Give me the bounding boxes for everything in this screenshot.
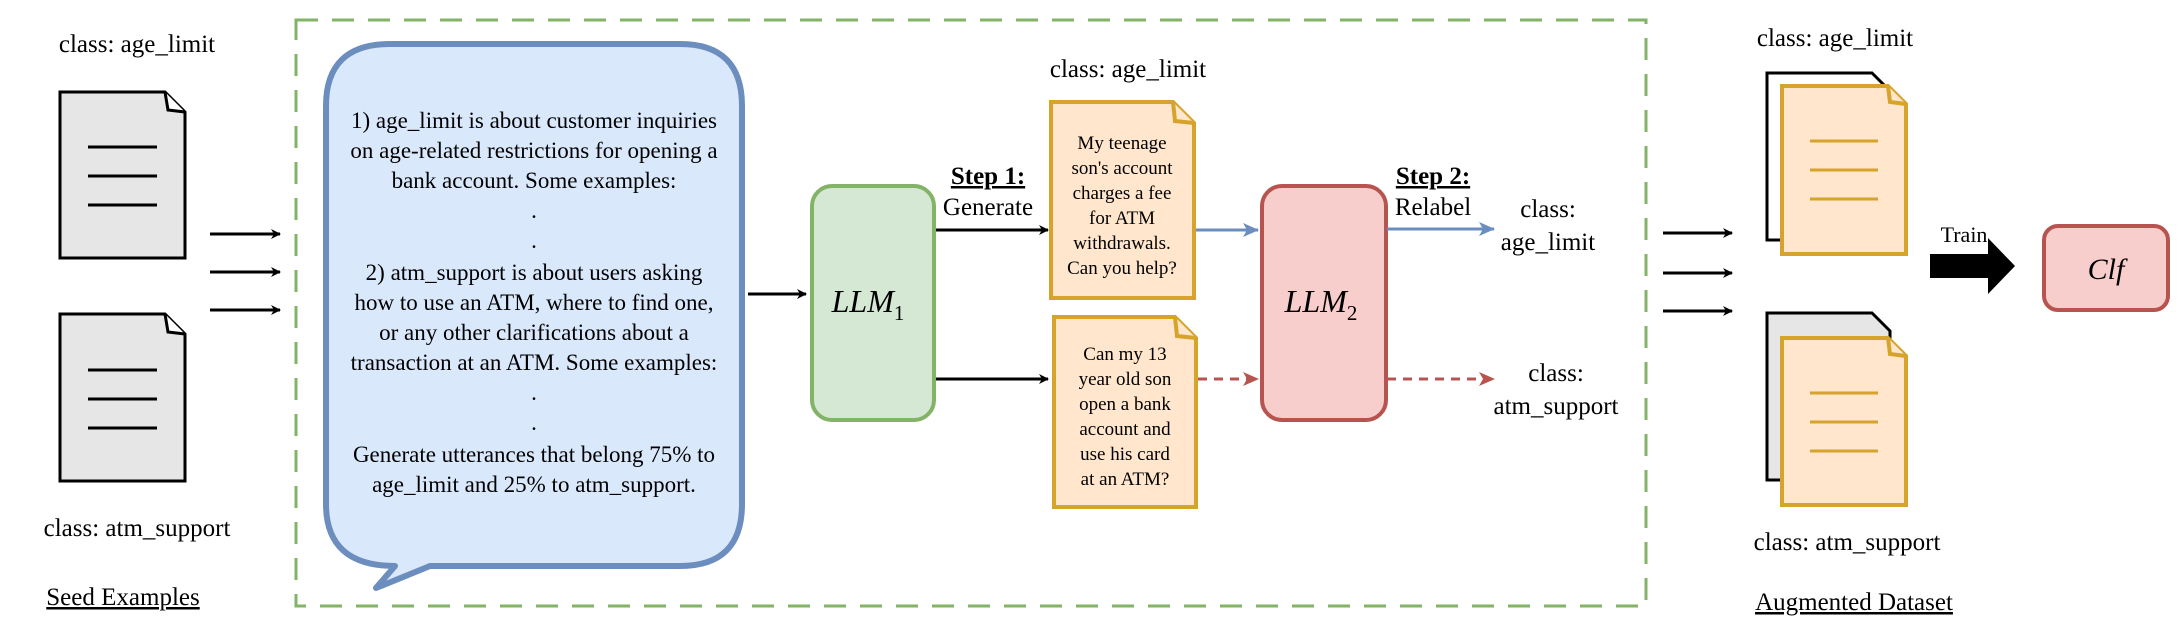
prompt-speech-bubble: [323, 41, 745, 591]
prompt-line: on age-related restrictions for opening …: [350, 138, 717, 163]
note2-line: Can my 13: [1083, 344, 1166, 365]
generated-note-2: Can my 13 year old son open a bank accou…: [1052, 315, 1198, 509]
prompt-line: Generate utterances that belong 75% to: [353, 442, 715, 467]
augment-output-arrows: [1663, 228, 1733, 316]
prompt-line: bank account. Some examples:: [392, 168, 677, 193]
train-label: Train: [1941, 222, 1988, 247]
prompt-line: 1) age_limit is about customer inquiries: [351, 108, 717, 133]
note2-line: use his card: [1080, 444, 1170, 465]
note1-line: charges a fee: [1073, 183, 1172, 204]
generated-class-label: class: age_limit: [1050, 56, 1206, 83]
seed-document-top-icon: [58, 90, 187, 260]
augmented-stack-top-icon: [1765, 71, 1908, 256]
seed-examples-caption: Seed Examples: [46, 584, 199, 611]
note2-line: year old son: [1079, 369, 1172, 390]
augmented-class-top-label: class: age_limit: [1757, 25, 1913, 52]
relabel-out2-line2: atm_support: [1494, 393, 1619, 420]
augmented-class-bottom-label: class: atm_support: [1754, 529, 1941, 556]
augmented-dataset-caption: Augmented Dataset: [1755, 589, 1953, 616]
augmented-stack-bottom-icon: [1765, 311, 1908, 507]
note1-line: son's account: [1071, 158, 1173, 179]
note2-line: open a bank: [1079, 394, 1171, 415]
seed-input-arrows: [210, 229, 281, 315]
prompt-line: how to use an ATM, where to find one,: [355, 290, 714, 315]
prompt-line: .: [531, 410, 537, 435]
prompt-line: .: [531, 228, 537, 253]
prompt-line: 2) atm_support is about users asking: [366, 260, 703, 285]
relabel-out1-line1: class:: [1520, 196, 1576, 223]
llm2-label: LLM2: [1284, 283, 1358, 325]
prompt-line: .: [531, 198, 537, 223]
generated-note-1: My teenage son's account charges a fee f…: [1049, 100, 1196, 300]
note1-line: for ATM: [1089, 208, 1155, 229]
note1-line: Can you help?: [1067, 258, 1177, 279]
note1-line: withdrawals.: [1073, 233, 1171, 254]
note2-line: at an ATM?: [1081, 469, 1170, 490]
llm1-label: LLM1: [831, 283, 905, 325]
train-arrow-icon: [1930, 238, 2015, 294]
relabel-out1-line2: age_limit: [1501, 229, 1595, 256]
step1-title: Step 1:: [951, 163, 1025, 190]
prompt-line: .: [531, 380, 537, 405]
step1-action: Generate: [943, 194, 1033, 221]
seed-class-bottom-label: class: atm_support: [44, 515, 231, 542]
seed-class-top-label: class: age_limit: [59, 31, 215, 58]
llm1-box: [810, 184, 936, 422]
step2-title: Step 2:: [1396, 163, 1470, 190]
relabel-out2-line1: class:: [1528, 360, 1584, 387]
prompt-line: or any other clarifications about a: [379, 320, 689, 345]
note2-line: account and: [1079, 419, 1171, 440]
prompt-line: transaction at an ATM. Some examples:: [351, 350, 718, 375]
pipeline-dashed-frame: [294, 18, 1648, 608]
step2-action: Relabel: [1395, 194, 1471, 221]
prompt-text: 1) age_limit is about customer inquiries…: [350, 108, 717, 497]
prompt-line: age_limit and 25% to atm_support.: [372, 472, 696, 497]
clf-label: Clf: [2088, 253, 2128, 286]
note1-line: My teenage: [1077, 133, 1166, 154]
llm2-box: [1260, 184, 1388, 422]
seed-document-bottom-icon: [58, 312, 187, 483]
clf-box: [2042, 224, 2170, 312]
